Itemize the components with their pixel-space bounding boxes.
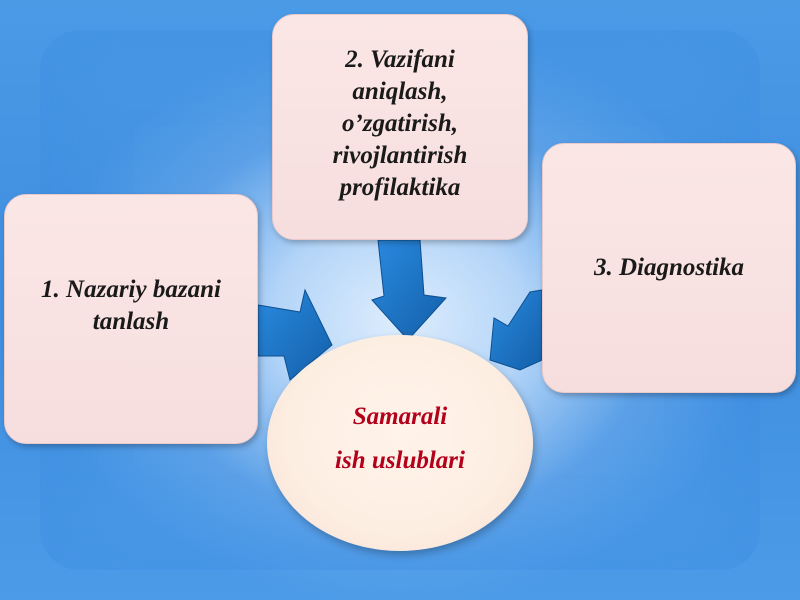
step-1-line: 1. Nazariy bazani xyxy=(41,276,221,303)
step-box-2-text: 2. Vazifani aniqlash, o’zgatirish, rivoj… xyxy=(333,44,468,204)
step-2-line: 2. Vazifani xyxy=(345,46,455,73)
center-text: Samarali ish uslublari xyxy=(335,395,465,483)
center-line-2: ish uslublari xyxy=(335,447,465,474)
step-2-line: aniqlash, xyxy=(352,78,448,105)
step-2-line: profilaktika xyxy=(339,174,461,201)
step-2-line: rivojlantirish xyxy=(332,142,468,169)
step-3-line: 3. Diagnostika xyxy=(593,254,745,281)
step-box-1: 1. Nazariy bazani tanlash xyxy=(4,194,258,444)
step-box-1-text: 1. Nazariy bazani tanlash xyxy=(41,274,221,338)
step-box-2: 2. Vazifani aniqlash, o’zgatirish, rivoj… xyxy=(272,14,528,240)
center-circle: Samarali ish uslublari xyxy=(267,335,533,551)
center-line-1: Samarali xyxy=(352,403,448,430)
step-box-3: 3. Diagnostika xyxy=(542,143,796,393)
arrow-top-icon xyxy=(371,239,448,341)
arrow-right-icon xyxy=(489,289,543,371)
step-1-line: tanlash xyxy=(92,308,170,335)
step-2-line: o’zgatirish, xyxy=(341,110,458,137)
step-box-3-text: 3. Diagnostika xyxy=(594,252,744,284)
